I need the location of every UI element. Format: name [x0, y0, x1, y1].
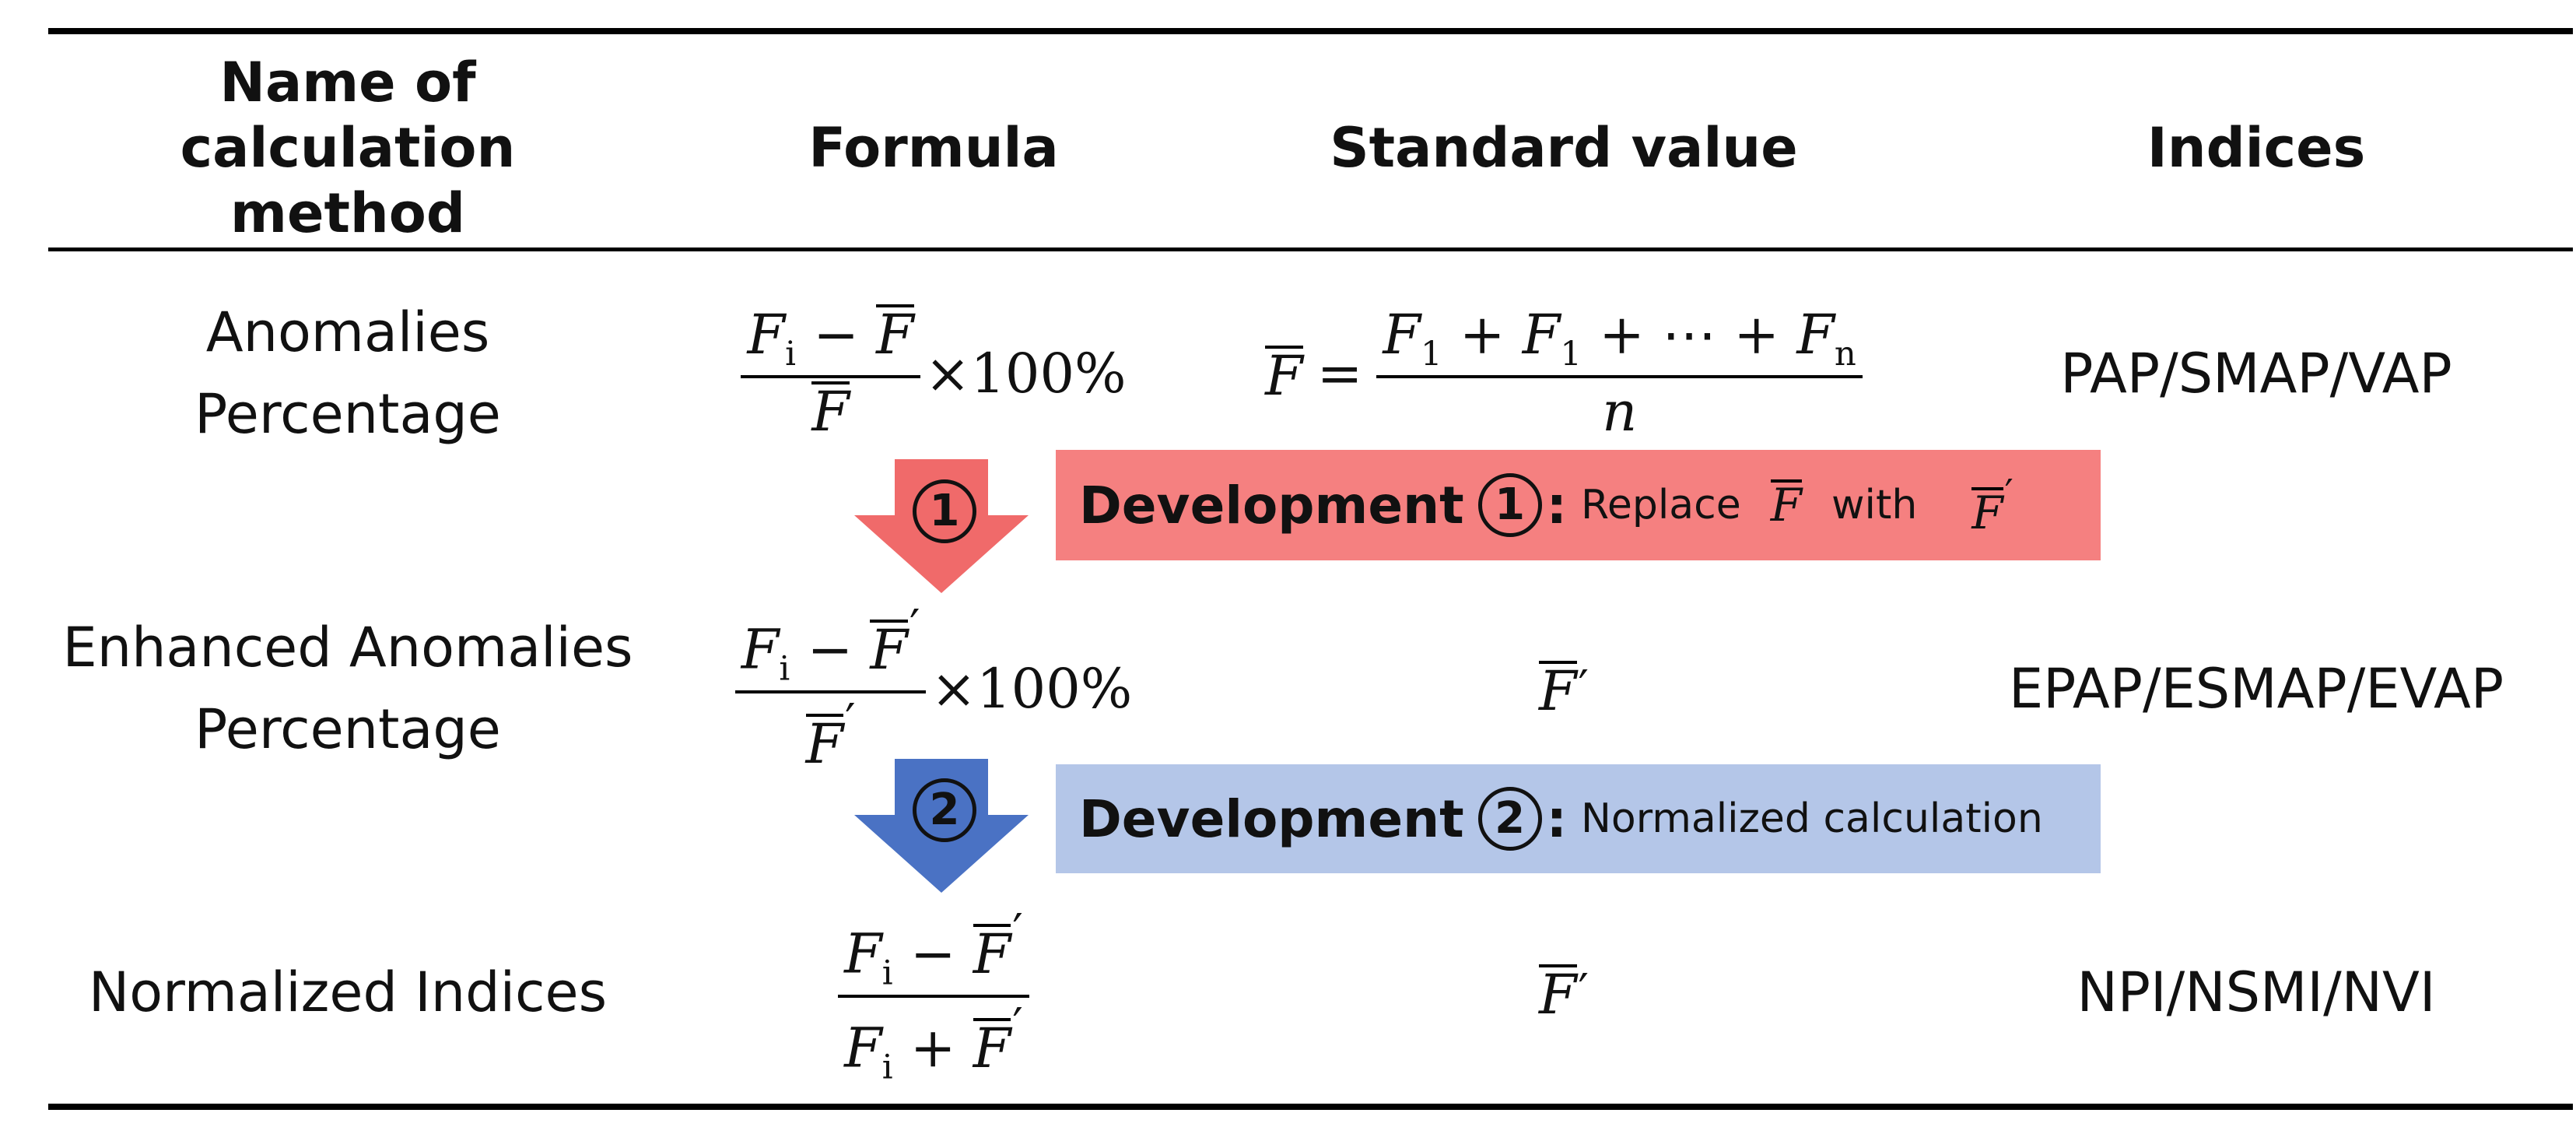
development-1-label: Development [1079, 475, 1464, 535]
row1-standard: F = F1 + F1 + ⋯ + Fn n [1245, 288, 1883, 459]
row3-method-line1: Normalized Indices [88, 960, 608, 1024]
row1-standard-fraction: F1 + F1 + ⋯ + Fn n [1376, 301, 1863, 447]
development-2-number: 2 [1477, 787, 1542, 851]
development-1-colon: : [1546, 475, 1568, 535]
header-standard-value: Standard value [1330, 116, 1798, 180]
development-2-colon: : [1546, 788, 1568, 849]
row2-formula-times: ×100% [931, 656, 1133, 721]
row1-method-line2: Percentage [195, 382, 501, 446]
row2-formula-fraction: Fi − F′ F′ [734, 599, 927, 778]
row1-indices: PAP/SMAP/VAP [2060, 341, 2452, 406]
row2-indices: EPAP/ESMAP/EVAP [2008, 656, 2504, 721]
row2-standard: F′ [1538, 658, 1589, 723]
development-1-text-prefix: Replace [1581, 482, 1741, 528]
row1-method: Anomalies Percentage [48, 284, 647, 463]
header-rule [48, 248, 2573, 251]
row3-formula-fraction: Fi − F′ Fi + F′ [838, 904, 1029, 1089]
development-1-arrow-number: 1 [913, 479, 976, 543]
row3-indices: NPI/NSMI/NVI [2077, 960, 2436, 1024]
development-1-number: 1 [1477, 473, 1542, 537]
top-rule [48, 28, 2573, 34]
bottom-rule [48, 1104, 2573, 1110]
row1-method-line1: Anomalies [205, 300, 490, 364]
row1-formula-fraction: Fi − F F [741, 301, 920, 447]
row3-method: Normalized Indices [48, 895, 647, 1090]
header-indices: Indices [2147, 116, 2366, 180]
row2-method: Enhanced Anomalies Percentage [48, 599, 647, 778]
development-2-label: Development [1079, 788, 1464, 849]
header-formula: Formula [808, 116, 1059, 180]
row2-method-line1: Enhanced Anomalies [62, 616, 633, 679]
row1-formula-times: ×100% [924, 341, 1127, 406]
development-1-text-mid: with [1831, 482, 1918, 528]
development-2-text: Normalized calculation [1581, 795, 2043, 842]
row2-formula: Fi − F′ F′ ×100% [685, 599, 1183, 778]
row2-method-line2: Percentage [195, 697, 501, 761]
development-2-arrow-number: 2 [913, 778, 976, 842]
row3-standard: F′ [1538, 962, 1589, 1027]
header-method: Name of calculation method [180, 51, 516, 245]
development-1-band: Development 1 : Replace F with F′ [1056, 450, 2101, 560]
row3-formula: Fi − F′ Fi + F′ [685, 895, 1183, 1097]
row1-formula: Fi − F F ×100% [685, 288, 1183, 459]
development-2-band: Development 2 : Normalized calculation [1056, 764, 2101, 873]
